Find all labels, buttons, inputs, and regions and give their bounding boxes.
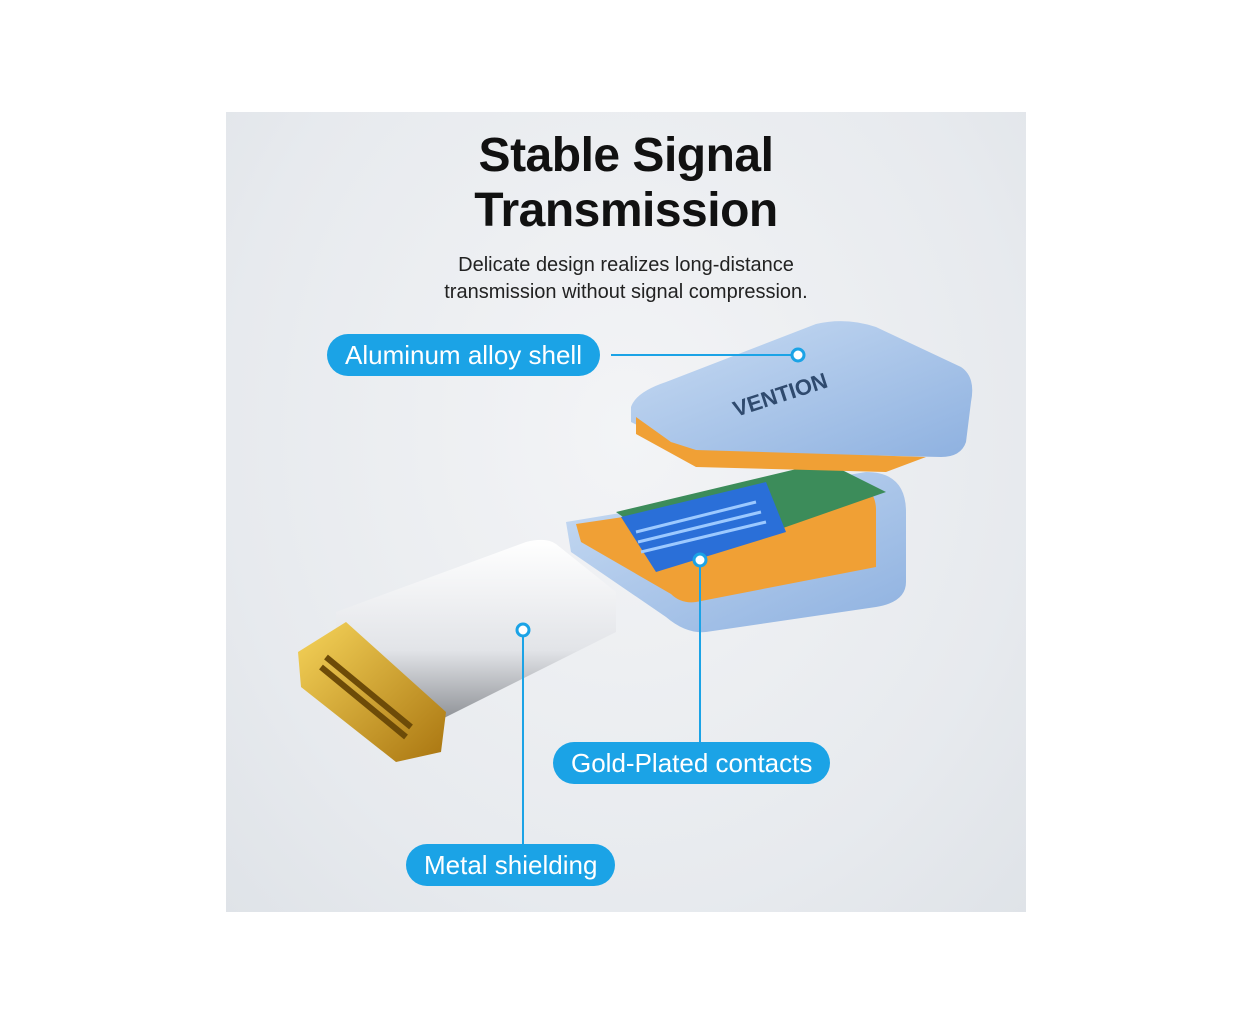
hdmi-adapter-illustration: VENTION	[298, 321, 973, 845]
title-line-2: Transmission	[474, 184, 778, 237]
page-title: Stable Signal Transmission	[226, 128, 1026, 238]
product-feature-panel: Stable Signal Transmission Delicate desi…	[226, 112, 1026, 912]
subtitle-line-2: transmission without signal compression.	[444, 281, 808, 303]
top-shell: VENTION	[631, 321, 973, 472]
label-metal-shielding: Metal shielding	[406, 844, 616, 886]
label-aluminum-alloy-shell: Aluminum alloy shell	[327, 334, 600, 376]
subtitle-line-1: Delicate design realizes long-distance	[458, 254, 794, 276]
subtitle: Delicate design realizes long-distance t…	[226, 252, 1026, 306]
title-line-1: Stable Signal	[478, 129, 774, 182]
label-gold-plated-contacts: Gold-Plated contacts	[553, 742, 831, 784]
circuit-board	[616, 462, 886, 572]
hdmi-connector	[298, 539, 616, 762]
callout-lines	[515, 347, 806, 845]
